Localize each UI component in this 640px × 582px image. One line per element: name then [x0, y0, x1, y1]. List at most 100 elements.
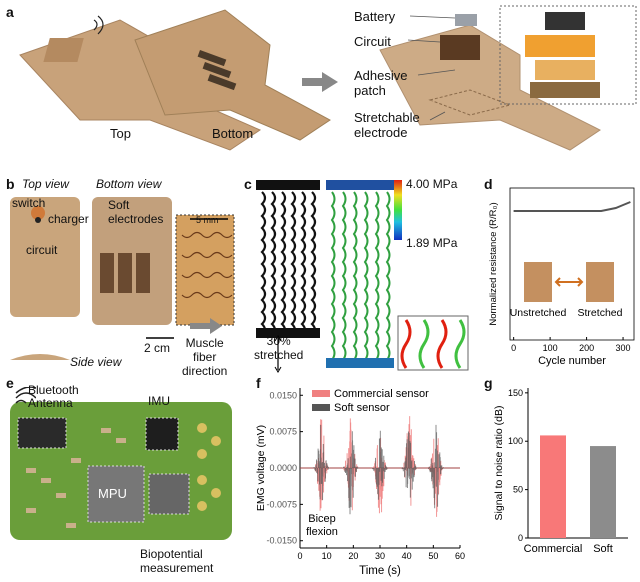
legend-swatch — [312, 390, 330, 397]
exploded-patch — [379, 24, 601, 151]
bar-soft — [590, 446, 616, 538]
top-view-patch — [10, 197, 80, 317]
imu-chip — [145, 417, 179, 451]
electrode-inset — [175, 214, 235, 326]
category-label: Soft — [593, 543, 613, 555]
mpu-chip — [87, 465, 145, 523]
y-axis-label: Signal to noise ratio (dB) — [493, 406, 505, 521]
double-arrow-icon — [554, 277, 584, 287]
side-view-shape — [10, 354, 70, 360]
panel-a-illustration — [19, 5, 637, 151]
legend-label: Soft sensor — [334, 402, 390, 414]
x-tick-label: 300 — [616, 343, 631, 353]
x-tick-label: 200 — [579, 343, 594, 353]
y-tick-label: 50 — [513, 485, 523, 495]
battery-label: Battery — [354, 9, 396, 24]
legend-swatch — [312, 404, 330, 411]
x-tick-label: 20 — [348, 551, 358, 561]
y-axis-label: EMG voltage (mV) — [255, 425, 267, 511]
x-tick-label: 50 — [428, 551, 438, 561]
serpentine-line — [330, 191, 336, 361]
x-axis-label: Time (s) — [359, 565, 401, 577]
switch-label: switch — [12, 196, 46, 210]
electrode-part — [428, 89, 512, 116]
y-tick-label: -0.0075 — [266, 499, 297, 509]
annotation-flexion: flexion — [306, 526, 338, 538]
emg-series-soft — [312, 424, 445, 515]
colorbar-max: 4.00 MPa — [406, 177, 458, 191]
resistance-line — [513, 201, 631, 212]
x-tick-label: 30 — [375, 551, 385, 561]
x-tick-label: 60 — [455, 551, 465, 561]
serpentine-line — [270, 191, 277, 337]
bluetooth-chip — [17, 417, 67, 449]
inset-left-label: Unstretched — [510, 307, 567, 319]
y-tick-label: 0.0000 — [269, 463, 297, 473]
mpu-label: MPU — [98, 486, 127, 501]
serpentine-line — [290, 191, 297, 337]
panel-label-d: d — [484, 176, 493, 192]
panel-e-pcb — [10, 402, 232, 540]
panel-label-f: f — [256, 375, 261, 391]
serpentine-line — [363, 191, 369, 361]
annotation-bicep: Bicep — [308, 513, 336, 525]
colorbar — [394, 180, 402, 240]
x-tick-label: 100 — [543, 343, 558, 353]
panel-label-a: a — [6, 4, 14, 20]
bottom-view-title: Bottom view — [96, 177, 162, 191]
wireless-icon — [93, 15, 104, 35]
patch-top — [19, 19, 262, 151]
y-tick-label: 0.0150 — [269, 390, 297, 400]
circuit-b-label: circuit — [26, 243, 58, 257]
serpentine-line — [341, 191, 347, 361]
colorbar-min: 1.89 MPa — [406, 236, 458, 250]
imu-label: IMU — [148, 394, 170, 408]
panel-label-b: b — [6, 176, 15, 192]
serpentine-line — [374, 191, 380, 361]
serpentine-line — [280, 191, 287, 337]
x-tick-label: 10 — [322, 551, 332, 561]
panel-label-g: g — [484, 375, 493, 391]
stretched-photo — [586, 262, 614, 302]
patch-bottom — [134, 9, 331, 141]
serpentine-line — [260, 191, 267, 337]
category-label: Commercial — [524, 543, 583, 555]
serpentine-line — [352, 191, 358, 361]
x-axis-label: Cycle number — [538, 355, 606, 367]
unstretched-photo — [524, 262, 552, 302]
panel-c-fea — [256, 180, 469, 373]
serpentine-line — [310, 191, 317, 337]
y-tick-label: -0.0150 — [266, 536, 297, 546]
leader-lines — [407, 15, 456, 121]
panel-b-photo — [10, 197, 235, 360]
bottom-label: Bottom — [212, 126, 254, 141]
stretched-serpentine — [330, 191, 391, 361]
exploded-inset — [499, 5, 637, 105]
x-tick-label: 0 — [511, 343, 516, 353]
inset-scale-label: 5 mm — [196, 215, 219, 225]
inset-right-label: Stretched — [578, 307, 623, 319]
serpentine-line — [300, 191, 307, 337]
bar-commercial — [540, 435, 566, 538]
unstretched-serpentine — [260, 191, 317, 337]
top-view-title: Top view — [22, 177, 69, 191]
circuit-part — [440, 35, 480, 60]
top-label: Top — [110, 126, 131, 141]
serpentine-line — [385, 191, 391, 361]
panel-label-e: e — [6, 375, 14, 391]
y-tick-label: 0.0075 — [269, 427, 297, 437]
y-tick-label: 150 — [508, 388, 523, 398]
arrow-icon — [302, 72, 338, 92]
biopotential-chip — [148, 473, 190, 515]
switch-part — [31, 206, 45, 220]
stretch-label: 30%stretched — [254, 334, 304, 362]
y-axis-label: Normalized resistance (R/R₀) — [488, 202, 499, 325]
circuit-label: Circuit — [354, 34, 391, 49]
